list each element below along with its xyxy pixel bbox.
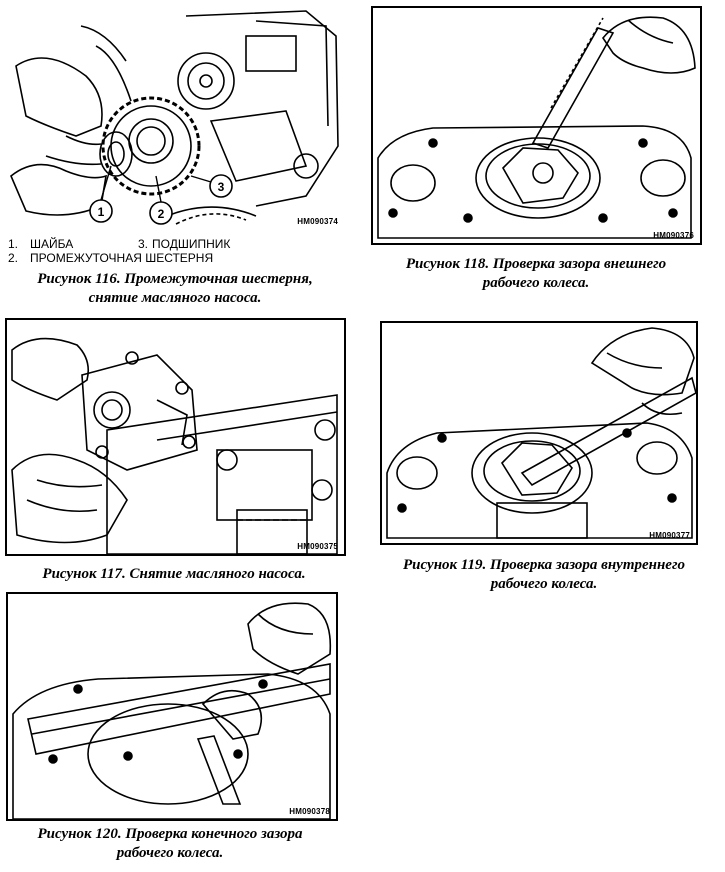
- legend-idler-gear: ПРОМЕЖУТОЧНАЯ ШЕСТЕРНЯ: [30, 251, 214, 265]
- oil-pump-removal-illustration: [11, 337, 338, 554]
- figure-117-id: HM090375: [297, 542, 338, 551]
- gear-removal-illustration: 1 2 3: [10, 10, 339, 225]
- outer-rotor-clearance-illustration: [377, 16, 696, 239]
- legend-washer: ШАЙБА: [30, 237, 74, 251]
- end-clearance-illustration: [12, 602, 332, 819]
- figure-116-id: HM090374: [297, 217, 338, 226]
- legend-num-3: 3.: [138, 237, 149, 251]
- figure-119-id: HM090377: [649, 531, 690, 540]
- figure-120-id: HM090378: [289, 807, 330, 816]
- svg-text:1: 1: [98, 205, 105, 219]
- legend-bearing: ПОДШИПНИК: [152, 237, 231, 251]
- callout-3: [209, 174, 233, 198]
- svg-text:2: 2: [158, 207, 165, 221]
- figure-116-image: 1 2 3 HM090374: [6, 6, 344, 232]
- figure-116-caption: Рисунок 116. Промежуточная шестерня, сня…: [37, 271, 313, 306]
- figure-120-image: HM090378: [6, 592, 338, 821]
- figure-116-legend: 1. ШАЙБА 3. ПОДШИПНИК 2. ПРОМЕЖУТОЧНАЯ Ш…: [8, 237, 344, 265]
- figure-119-caption: Рисунок 119. Проверка зазора внутреннего…: [402, 557, 685, 592]
- inner-rotor-clearance-illustration: [386, 327, 696, 539]
- figure-118-image: HM090376: [371, 6, 702, 245]
- figure-118-caption: Рисунок 118. Проверка зазора внешнего ра…: [405, 256, 667, 291]
- svg-text:3: 3: [218, 180, 225, 194]
- figure-120-caption: Рисунок 120. Проверка конечного зазора р…: [37, 826, 303, 861]
- legend-num-1: 1.: [8, 237, 19, 251]
- figure-119-image: HM090377: [380, 321, 698, 545]
- figure-117-image: HM090375: [5, 318, 346, 556]
- legend-num-2: 2.: [8, 251, 19, 265]
- figure-118-id: HM090376: [653, 231, 694, 240]
- figure-117-caption: Рисунок 117. Снятие масляного насоса.: [42, 566, 306, 582]
